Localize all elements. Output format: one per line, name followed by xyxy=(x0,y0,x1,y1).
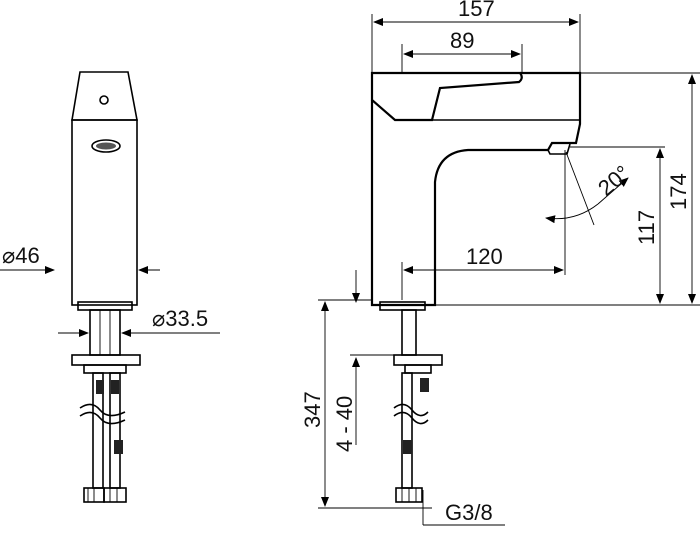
total-height-label: 174 xyxy=(666,173,691,210)
connection-thread-dimension: G3/8 xyxy=(422,490,505,526)
spout-reach-label: 120 xyxy=(466,244,503,269)
pipe-length-label: 347 xyxy=(300,391,325,428)
spout-height-label: 117 xyxy=(634,210,659,245)
spout-height-dimension: 117 xyxy=(570,146,665,304)
front-lever-indicator xyxy=(99,95,109,105)
body-diameter-dimension: ⌀46 xyxy=(0,243,160,274)
handle-length-label: 89 xyxy=(450,28,474,53)
total-width-dimension: 157 xyxy=(371,0,581,73)
side-hose xyxy=(393,372,429,503)
front-mounting-plate xyxy=(71,354,141,366)
front-body xyxy=(71,119,138,306)
spray-angle-label: 20° xyxy=(593,160,635,201)
front-view: ⌀46 ⌀33.5 xyxy=(0,71,220,503)
total-width-label: 157 xyxy=(458,0,495,21)
pipe-length-dimension: 347 xyxy=(300,299,432,509)
side-lever xyxy=(370,71,523,122)
front-shank xyxy=(89,309,121,356)
shank-diameter-label: ⌀33.5 xyxy=(152,306,208,331)
side-mounting-plate xyxy=(393,354,443,366)
deck-thickness-label: 4 - 40 xyxy=(332,396,357,452)
front-aerator xyxy=(91,139,121,153)
spray-angle-dimension: 20° xyxy=(545,151,635,226)
body-diameter-label: ⌀46 xyxy=(2,243,40,268)
side-shank xyxy=(401,309,417,356)
spout-reach-dimension: 120 xyxy=(401,150,566,300)
total-height-dimension: 174 xyxy=(436,72,700,306)
side-body xyxy=(370,71,582,307)
connection-thread-label: G3/8 xyxy=(445,500,493,525)
deck-thickness-dimension: 4 - 40 xyxy=(332,270,394,452)
front-hoses xyxy=(79,372,127,503)
shank-diameter-dimension: ⌀33.5 xyxy=(58,306,220,337)
handle-length-dimension: 89 xyxy=(401,28,523,73)
side-view: 157 89 174 117 120 xyxy=(300,0,700,526)
